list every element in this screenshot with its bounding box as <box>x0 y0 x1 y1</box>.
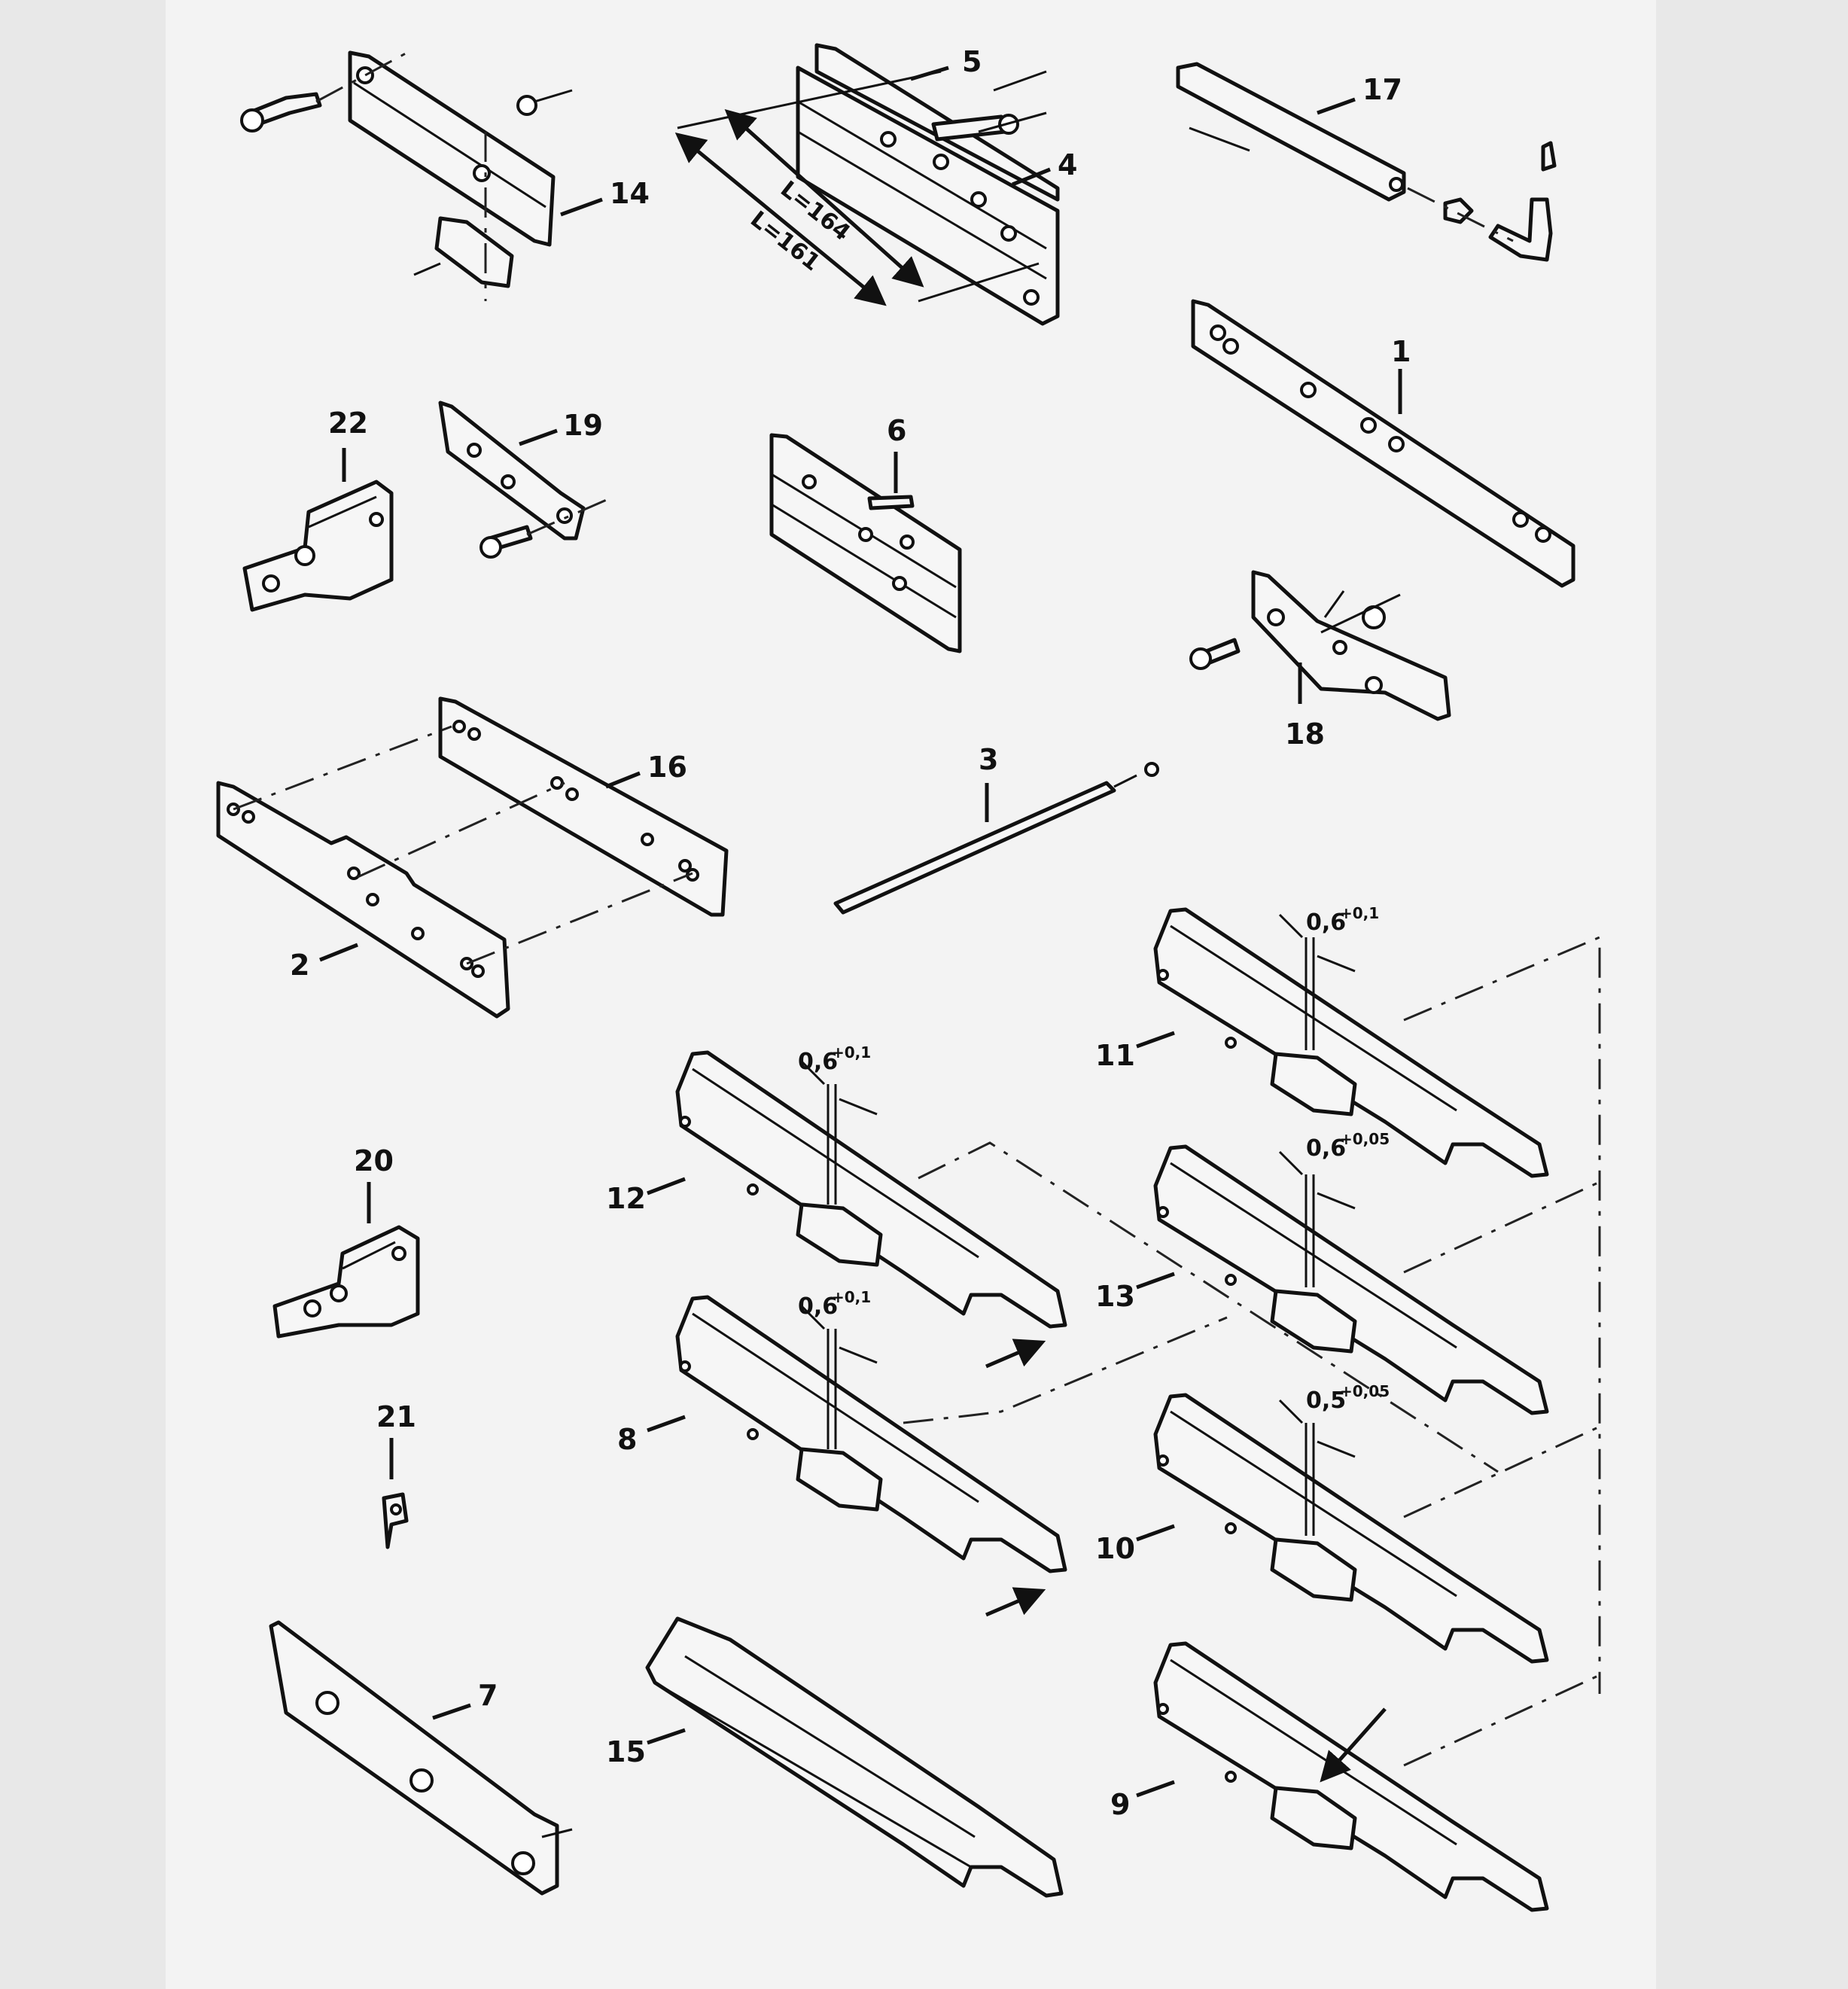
dim-11-tol: +0,1 <box>1340 904 1379 922</box>
label-13: 13 <box>1095 1280 1135 1313</box>
part-6-plate <box>769 433 962 653</box>
part-16-side-plate <box>438 696 729 917</box>
label-8: 8 <box>617 1423 637 1456</box>
part-19-bracket <box>438 401 614 559</box>
part-3-shaft <box>833 762 1159 915</box>
label-17: 17 <box>1362 73 1402 106</box>
part-17-bar <box>1176 62 1557 262</box>
part-10-slide <box>1136 1393 1549 1664</box>
label-9: 9 <box>1110 1788 1130 1821</box>
part-2-side-plate <box>216 725 693 1019</box>
part-15-slide <box>645 1616 1064 1898</box>
label-10: 10 <box>1095 1532 1135 1565</box>
part-12-slide <box>647 1050 1067 1329</box>
label-4: 4 <box>1058 148 1077 181</box>
dim-8-base: 0,6 <box>798 1293 838 1320</box>
label-5: 5 <box>962 45 982 78</box>
label-3: 3 <box>979 743 998 776</box>
label-19: 19 <box>563 409 603 442</box>
label-22: 22 <box>328 407 368 440</box>
assembly-lines <box>903 935 1601 1767</box>
part-labels: 5 4 14 17 1 22 19 6 18 16 3 2 11 20 12 1… <box>290 45 1411 1821</box>
dim-10-base: 0,5 <box>1306 1387 1346 1414</box>
label-21: 21 <box>376 1400 416 1433</box>
dim-13-tol: +0,05 <box>1340 1130 1390 1148</box>
part-22-block <box>242 448 394 612</box>
dim-12-base: 0,6 <box>798 1049 838 1075</box>
dim-12-tol: +0,1 <box>832 1043 871 1062</box>
part-13-slide <box>1136 1144 1549 1415</box>
label-7: 7 <box>478 1679 498 1712</box>
label-6: 6 <box>887 414 906 447</box>
part-4-5-slide <box>674 43 1060 326</box>
part-8-slide <box>647 1295 1067 1617</box>
part-20-block <box>272 1182 420 1339</box>
label-16: 16 <box>647 751 687 784</box>
label-11: 11 <box>1095 1039 1135 1072</box>
part-1-flat-bar <box>1191 299 1576 588</box>
dim-11-base: 0,6 <box>1306 909 1346 936</box>
label-2: 2 <box>290 949 309 982</box>
drawing-sheet: 5 4 14 17 1 22 19 6 18 16 3 2 11 20 12 1… <box>166 0 1656 1989</box>
label-12: 12 <box>606 1182 646 1215</box>
part-18-bracket <box>1189 570 1451 721</box>
part-7-plate <box>269 1620 573 1896</box>
exploded-parts-diagram: 5 4 14 17 1 22 19 6 18 16 3 2 11 20 12 1… <box>216 43 1601 1912</box>
label-18: 18 <box>1285 717 1325 751</box>
part-21-clip <box>382 1438 409 1549</box>
label-1: 1 <box>1391 335 1411 368</box>
part-14-rail <box>240 47 603 301</box>
dim-8-tol: +0,1 <box>832 1288 871 1306</box>
label-14: 14 <box>610 177 650 210</box>
label-20: 20 <box>354 1144 394 1177</box>
part-9-slide <box>1136 1641 1549 1912</box>
part-11-slide <box>1136 907 1549 1178</box>
dim-10-tol: +0,05 <box>1340 1382 1390 1400</box>
dim-13-base: 0,6 <box>1306 1135 1346 1162</box>
label-15: 15 <box>606 1735 646 1768</box>
